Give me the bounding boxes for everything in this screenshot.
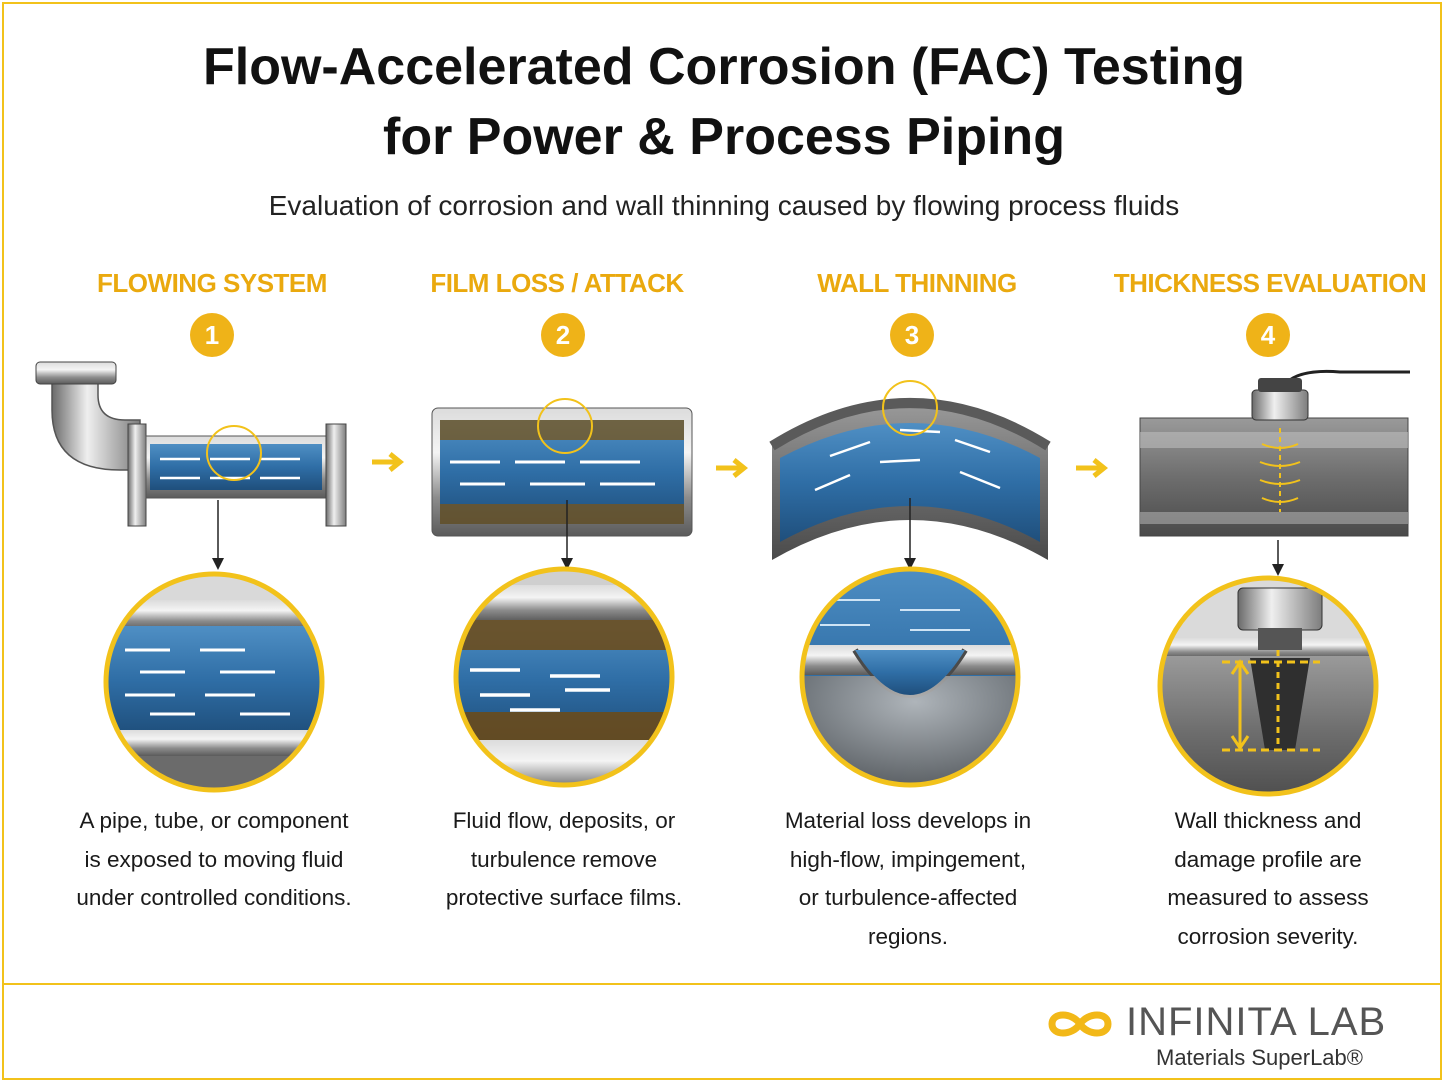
page-title-line2: for Power & Process Piping xyxy=(383,108,1065,166)
step-1-description: A pipe, tube, or component is exposed to… xyxy=(64,802,364,918)
step-1-zoom-ring xyxy=(103,571,325,793)
brand-tagline: Materials SuperLab® xyxy=(1156,1045,1363,1070)
step-3-bend-illustration xyxy=(769,380,1051,570)
step-3-zoom-ring xyxy=(799,566,1021,788)
step-3-description: Material loss develops in high-flow, imp… xyxy=(758,802,1058,956)
footer-divider xyxy=(2,983,1442,985)
page-subtitle: Evaluation of corrosion and wall thinnin… xyxy=(268,190,1180,221)
step-4-desc-line: Wall thickness and xyxy=(1174,808,1362,833)
step-2-badge: 2 xyxy=(541,313,585,357)
step-4-badge: 4 xyxy=(1246,313,1290,357)
step-2-desc-line: turbulence remove xyxy=(470,846,658,872)
step-1-badge: 1 xyxy=(190,313,234,357)
arrow-right-icon xyxy=(716,458,749,478)
step-2-description: Fluid flow, deposits, or turbulence remo… xyxy=(414,802,714,918)
step-3-desc-line: or turbulence-affected xyxy=(798,885,1018,910)
step-1-desc-line: A pipe, tube, or component xyxy=(79,808,349,833)
step-3-desc-line: high-flow, impingement, xyxy=(789,846,1027,872)
step-3-title: WALL THINNING xyxy=(817,268,1017,298)
step-3-desc-line: Material loss develops in xyxy=(784,808,1032,833)
step-1-desc-line: is exposed to moving fluid xyxy=(84,846,344,872)
step-3-badge: 3 xyxy=(890,313,934,357)
step-1-zoom-circle xyxy=(106,574,322,790)
step-1-title: FLOWING SYSTEM xyxy=(97,268,327,298)
step-4-zoom-ring xyxy=(1157,575,1379,797)
step-2-zoom-circle xyxy=(456,569,672,785)
step-4-description: Wall thickness and damage profile are me… xyxy=(1118,802,1418,956)
infinity-logo-icon xyxy=(1048,1011,1112,1037)
ultrasonic-probe-icon xyxy=(1251,369,1410,421)
step-1-desc-line: under controlled conditions. xyxy=(76,885,352,910)
step-2-desc-line: Fluid flow, deposits, or xyxy=(452,808,676,833)
brand-name: INFINITA LAB xyxy=(1126,1000,1387,1044)
step-2-title: FILM LOSS / ATTACK xyxy=(430,268,684,298)
step-1-pipe-illustration xyxy=(35,361,347,570)
step-4-pipe-illustration xyxy=(1139,369,1410,576)
page-title-line1: Flow-Accelerated Corrosion (FAC) Testing xyxy=(202,38,1246,96)
step-2-pipe-illustration xyxy=(431,398,693,570)
step-2-zoom-ring xyxy=(453,566,675,788)
arrow-right-icon xyxy=(372,452,405,472)
step-4-desc-line: measured to assess xyxy=(1167,885,1369,910)
step-4-desc-line: damage profile are xyxy=(1174,846,1362,872)
step-4-title: THICKNESS EVALUATION xyxy=(1113,268,1427,298)
step-4-desc-line: corrosion severity. xyxy=(1177,923,1359,949)
step-4-zoom-circle xyxy=(1160,578,1376,794)
step-2-desc-line: protective surface films. xyxy=(445,885,683,910)
arrow-right-icon xyxy=(1076,458,1109,478)
step-3-desc-line: regions. xyxy=(867,923,949,949)
